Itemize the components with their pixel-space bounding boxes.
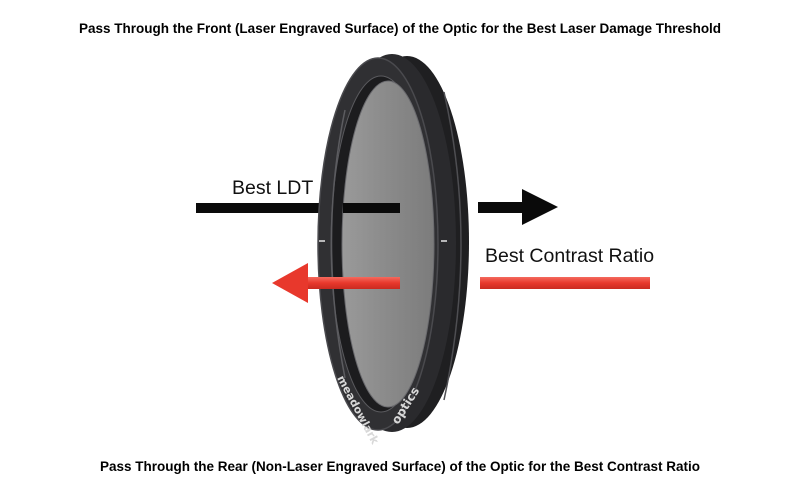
rear-rim-highlight xyxy=(443,91,462,401)
optic xyxy=(317,54,469,432)
red-arrow-shaft-front xyxy=(306,277,400,289)
red-arrow-head xyxy=(272,263,308,303)
black-arrow-shaft-rear xyxy=(478,202,524,213)
glass-element xyxy=(341,80,435,408)
bottom-caption: Pass Through the Rear (Non-Laser Engrave… xyxy=(99,459,701,474)
best-ldt-label: Best LDT xyxy=(232,177,314,199)
ring-highlight xyxy=(330,109,346,379)
black-arrow-tail xyxy=(196,203,400,213)
black-arrow-head xyxy=(522,189,558,225)
black-arrow-on-glass xyxy=(343,203,400,213)
red-arrow-tail xyxy=(480,277,650,289)
top-caption: Pass Through the Front (Laser Engraved S… xyxy=(78,21,722,36)
best-contrast-label: Best Contrast Ratio xyxy=(485,245,655,267)
